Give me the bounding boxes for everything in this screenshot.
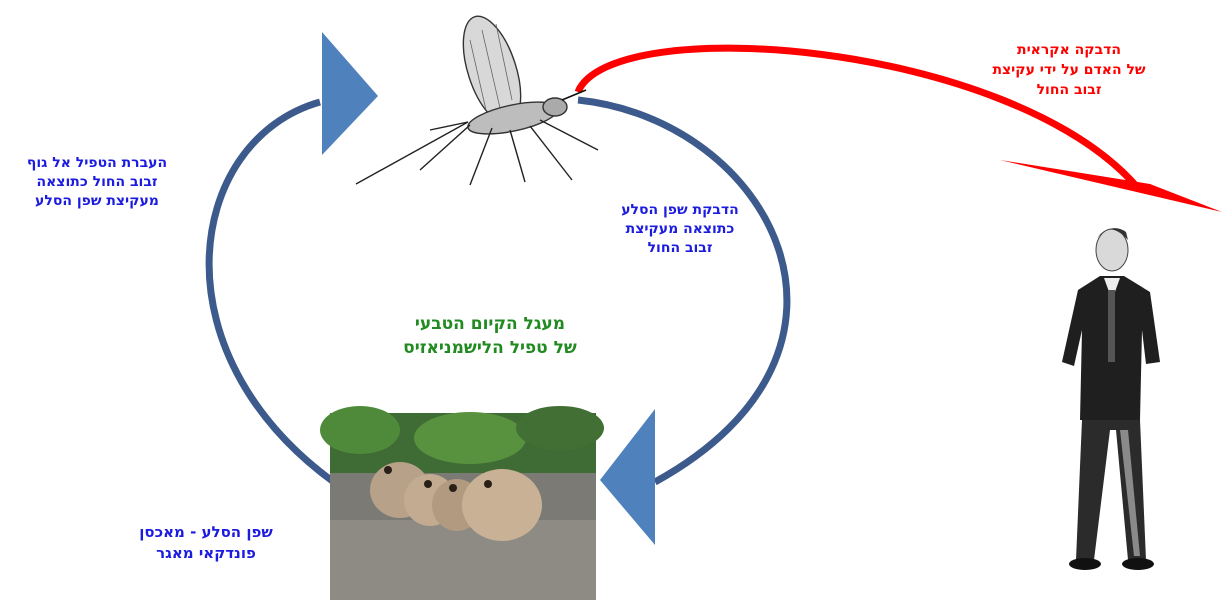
hyrax-infection-label-line-1: הדבקת שפן הסלע	[580, 201, 780, 220]
center-title-line-1: מעגל הקיום הטבעי	[330, 312, 650, 336]
accidental-arrow-head	[1000, 160, 1222, 212]
cycle-arrow-head-bottom	[600, 409, 655, 545]
accidental-infection-label-line-3: זבוב החול	[938, 80, 1200, 100]
center-title: מעגל הקיום הטבעי של טפיל הלישמניאזיס	[330, 312, 650, 360]
transmission-label-line-2: זבוב החול כתוצאה	[4, 173, 190, 192]
hyrax-photo-icon	[320, 406, 604, 600]
accidental-infection-label-line-1: הדבקה אקראית	[938, 40, 1200, 60]
reservoir-label-line-2: פונדקאי מאגר	[96, 543, 316, 564]
reservoir-label-line-1: שפן הסלע - מאכסן	[96, 522, 316, 543]
accidental-infection-label-line-2: של האדם על ידי עקיצת	[938, 60, 1200, 80]
transmission-label-line-3: מעקיצת שפן הסלע	[4, 192, 190, 211]
cycle-arrow-head-top	[322, 32, 378, 155]
transmission-label: העברת הטפיל אל גוף זבוב החול כתוצאה מעקי…	[4, 154, 190, 211]
sandfly-icon	[356, 9, 598, 185]
reservoir-label: שפן הסלע - מאכסן פונדקאי מאגר	[96, 522, 316, 564]
hyrax-infection-label-line-3: זבוב החול	[580, 239, 780, 258]
cycle-arc-right	[578, 100, 787, 482]
hyrax-infection-label: הדבקת שפן הסלע כתוצאה מעקיצת זבוב החול	[580, 201, 780, 258]
human-figure-icon	[1062, 228, 1160, 570]
hyrax-infection-label-line-2: כתוצאה מעקיצת	[580, 220, 780, 239]
accidental-infection-label: הדבקה אקראית של האדם על ידי עקיצת זבוב ה…	[938, 40, 1200, 100]
transmission-label-line-1: העברת הטפיל אל גוף	[4, 154, 190, 173]
center-title-line-2: של טפיל הלישמניאזיס	[330, 336, 650, 360]
